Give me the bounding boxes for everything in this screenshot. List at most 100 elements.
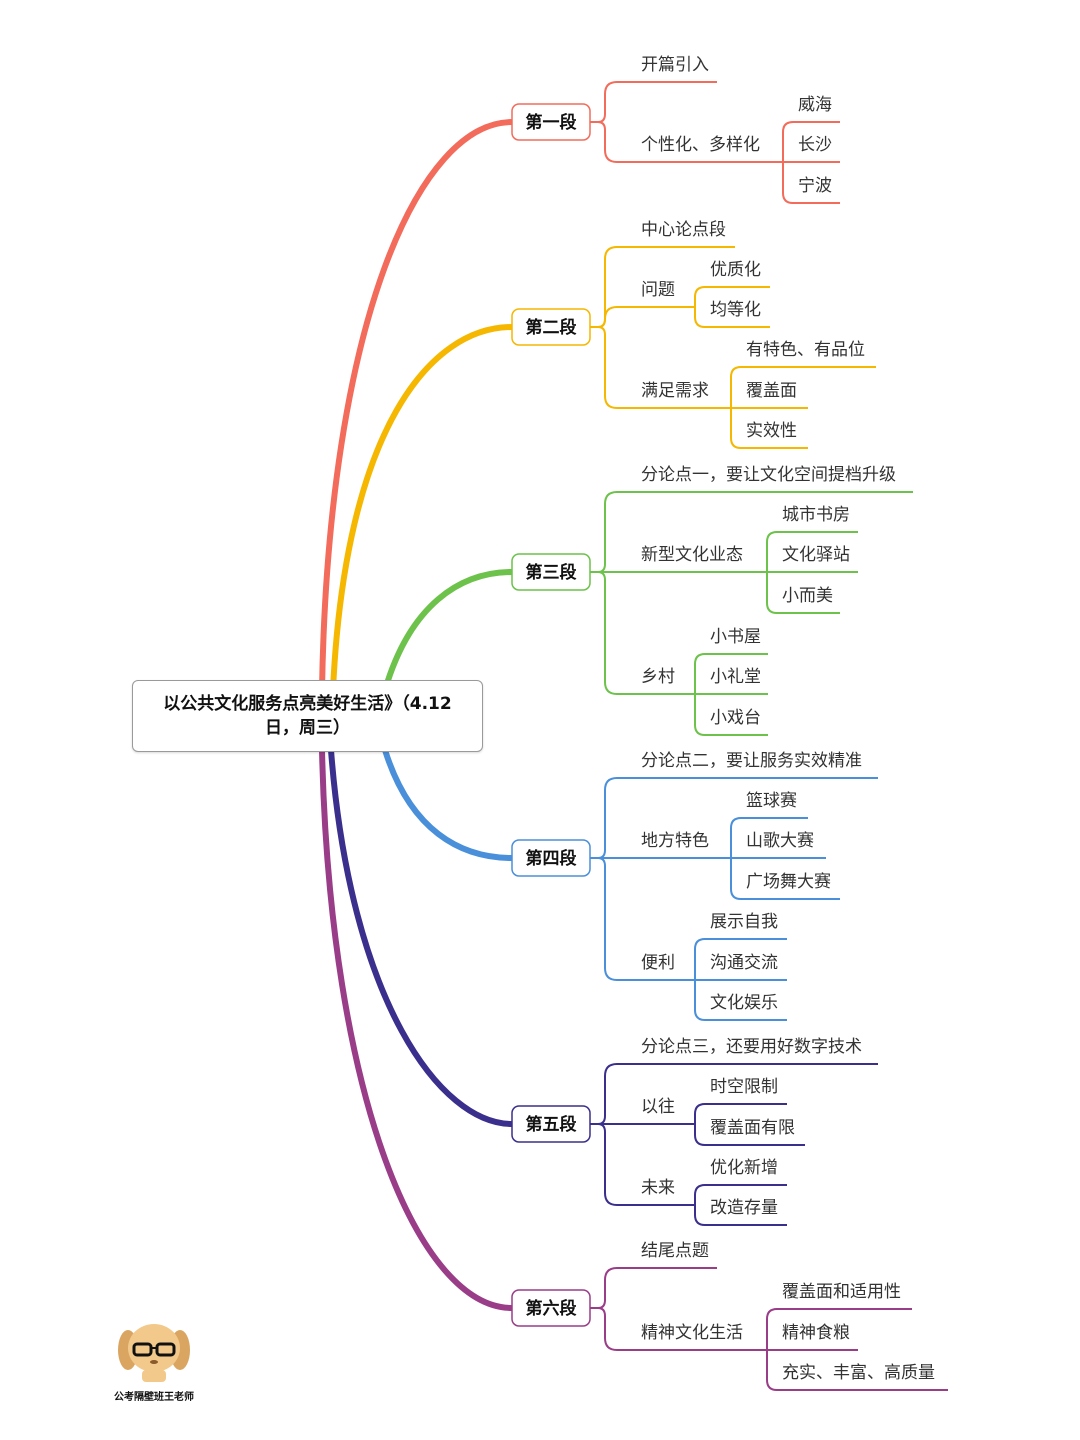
connector-line <box>766 1350 948 1391</box>
connector-line <box>694 307 770 328</box>
connector-line <box>766 531 858 572</box>
branch-label: 第二段 <box>526 317 577 338</box>
branch-label: 第一段 <box>526 112 577 133</box>
subtopic[interactable]: 便利 <box>641 953 675 973</box>
branch-box[interactable] <box>511 553 591 591</box>
subtopic[interactable]: 精神文化生活 <box>641 1323 743 1343</box>
leaf-topic[interactable]: 小而美 <box>782 586 833 606</box>
connector-line <box>590 857 695 981</box>
connector-line <box>730 858 840 900</box>
branch-box[interactable] <box>511 839 591 877</box>
leaf-topic[interactable]: 展示自我 <box>710 912 778 932</box>
connector-line <box>730 366 876 408</box>
connector-line <box>590 1307 767 1351</box>
connector-line <box>782 121 840 162</box>
leaf-topic[interactable]: 威海 <box>798 95 832 115</box>
watermark-logo: 公考隔壁班王老师 <box>104 1320 204 1403</box>
connector-line <box>782 162 840 204</box>
subtopic[interactable]: 未来 <box>641 1178 675 1198</box>
leaf-topic[interactable]: 优质化 <box>710 260 761 280</box>
branch-label: 第六段 <box>526 1298 577 1319</box>
connector-line <box>590 326 731 409</box>
connector-line <box>766 1308 912 1350</box>
connector-line <box>590 81 717 123</box>
subtopic[interactable]: 结尾点题 <box>641 1241 709 1261</box>
leaf-topic[interactable]: 小戏台 <box>710 708 761 728</box>
subtopic[interactable]: 以往 <box>641 1097 675 1117</box>
leaf-topic[interactable]: 小礼堂 <box>710 667 761 687</box>
connector-line <box>694 980 787 1021</box>
subtopic[interactable]: 问题 <box>641 280 675 300</box>
leaf-topic[interactable]: 均等化 <box>710 300 761 320</box>
leaf-topic[interactable]: 山歌大赛 <box>746 830 814 851</box>
connector-line <box>590 571 695 695</box>
leaf-topic[interactable]: 覆盖面 <box>746 381 797 401</box>
root-topic-line2: 日，周三） <box>265 718 350 738</box>
leaf-topic[interactable]: 城市书房 <box>782 505 850 525</box>
branch-box[interactable] <box>511 103 591 141</box>
leaf-topic[interactable]: 宁波 <box>798 176 832 196</box>
connector-line <box>766 572 840 614</box>
subtopic[interactable]: 地方特色 <box>641 831 709 851</box>
trunk-line-4 <box>382 747 515 861</box>
leaf-topic[interactable]: 实效性 <box>746 421 797 441</box>
leaf-topic[interactable]: 小书屋 <box>710 627 761 647</box>
leaf-topic[interactable]: 广场舞大赛 <box>746 871 831 892</box>
leaf-topic[interactable]: 覆盖面有限 <box>710 1118 795 1138</box>
connector-line <box>590 1123 695 1206</box>
trunk-line-2 <box>330 324 515 693</box>
subtopic[interactable]: 开篇引入 <box>641 55 709 75</box>
subtopic[interactable]: 个性化、多样化 <box>641 135 760 155</box>
connector-line <box>590 121 783 163</box>
connector-line <box>694 1103 787 1124</box>
connector-line <box>694 1184 787 1205</box>
root-topic[interactable]: 以公共文化服务点亮美好生活》（4.12 日，周三） <box>132 680 483 752</box>
leaf-topic[interactable]: 时空限制 <box>710 1077 778 1097</box>
mascot-dog-icon <box>118 1324 190 1382</box>
leaf-topic[interactable]: 精神食粮 <box>782 1323 850 1343</box>
branch-label: 第三段 <box>526 562 577 583</box>
branch-label: 第五段 <box>526 1114 577 1135</box>
trunk-line-3 <box>382 569 515 693</box>
connector-line <box>694 653 768 694</box>
subtopic[interactable]: 分论点三，还要用好数字技术 <box>641 1037 862 1057</box>
connector-line <box>590 491 913 573</box>
subtopic[interactable]: 满足需求 <box>641 381 709 401</box>
connector-line <box>694 286 770 307</box>
connector-line <box>694 1124 805 1146</box>
subtopic[interactable]: 分论点一，要让文化空间提档升级 <box>641 465 896 485</box>
connector-line <box>694 694 768 736</box>
subtopic[interactable]: 中心论点段 <box>641 220 726 240</box>
leaf-topic[interactable]: 优化新增 <box>710 1158 778 1178</box>
watermark-text: 公考隔壁班王老师 <box>114 1392 194 1403</box>
leaf-topic[interactable]: 篮球赛 <box>746 790 797 811</box>
connector-line <box>730 408 808 449</box>
trunk-lines <box>319 119 515 1311</box>
leaf-topic[interactable]: 改造存量 <box>710 1198 778 1218</box>
branch-box[interactable] <box>511 1105 591 1143</box>
trunk-line-6 <box>319 747 515 1311</box>
connector-line <box>694 938 787 980</box>
leaf-topic[interactable]: 长沙 <box>798 135 832 155</box>
branch-box[interactable] <box>511 1289 591 1327</box>
subtopic[interactable]: 新型文化业态 <box>641 545 743 565</box>
root-topic-line1: 以公共文化服务点亮美好生活》（4.12 <box>163 694 452 714</box>
trunk-line-1 <box>319 119 515 693</box>
leaf-topic[interactable]: 文化驿站 <box>782 545 850 565</box>
subtopic[interactable]: 乡村 <box>641 667 675 687</box>
connector-line <box>730 817 808 858</box>
subtopic[interactable]: 分论点二，要让服务实效精准 <box>641 751 862 771</box>
leaf-topic[interactable]: 充实、丰富、高质量 <box>782 1363 935 1383</box>
leaf-topic[interactable]: 沟通交流 <box>710 953 778 973</box>
leaf-topic[interactable]: 有特色、有品位 <box>746 340 865 360</box>
branch-box[interactable] <box>511 308 591 346</box>
leaf-topic[interactable]: 文化娱乐 <box>710 993 778 1013</box>
leaf-topic[interactable]: 覆盖面和适用性 <box>782 1282 901 1302</box>
